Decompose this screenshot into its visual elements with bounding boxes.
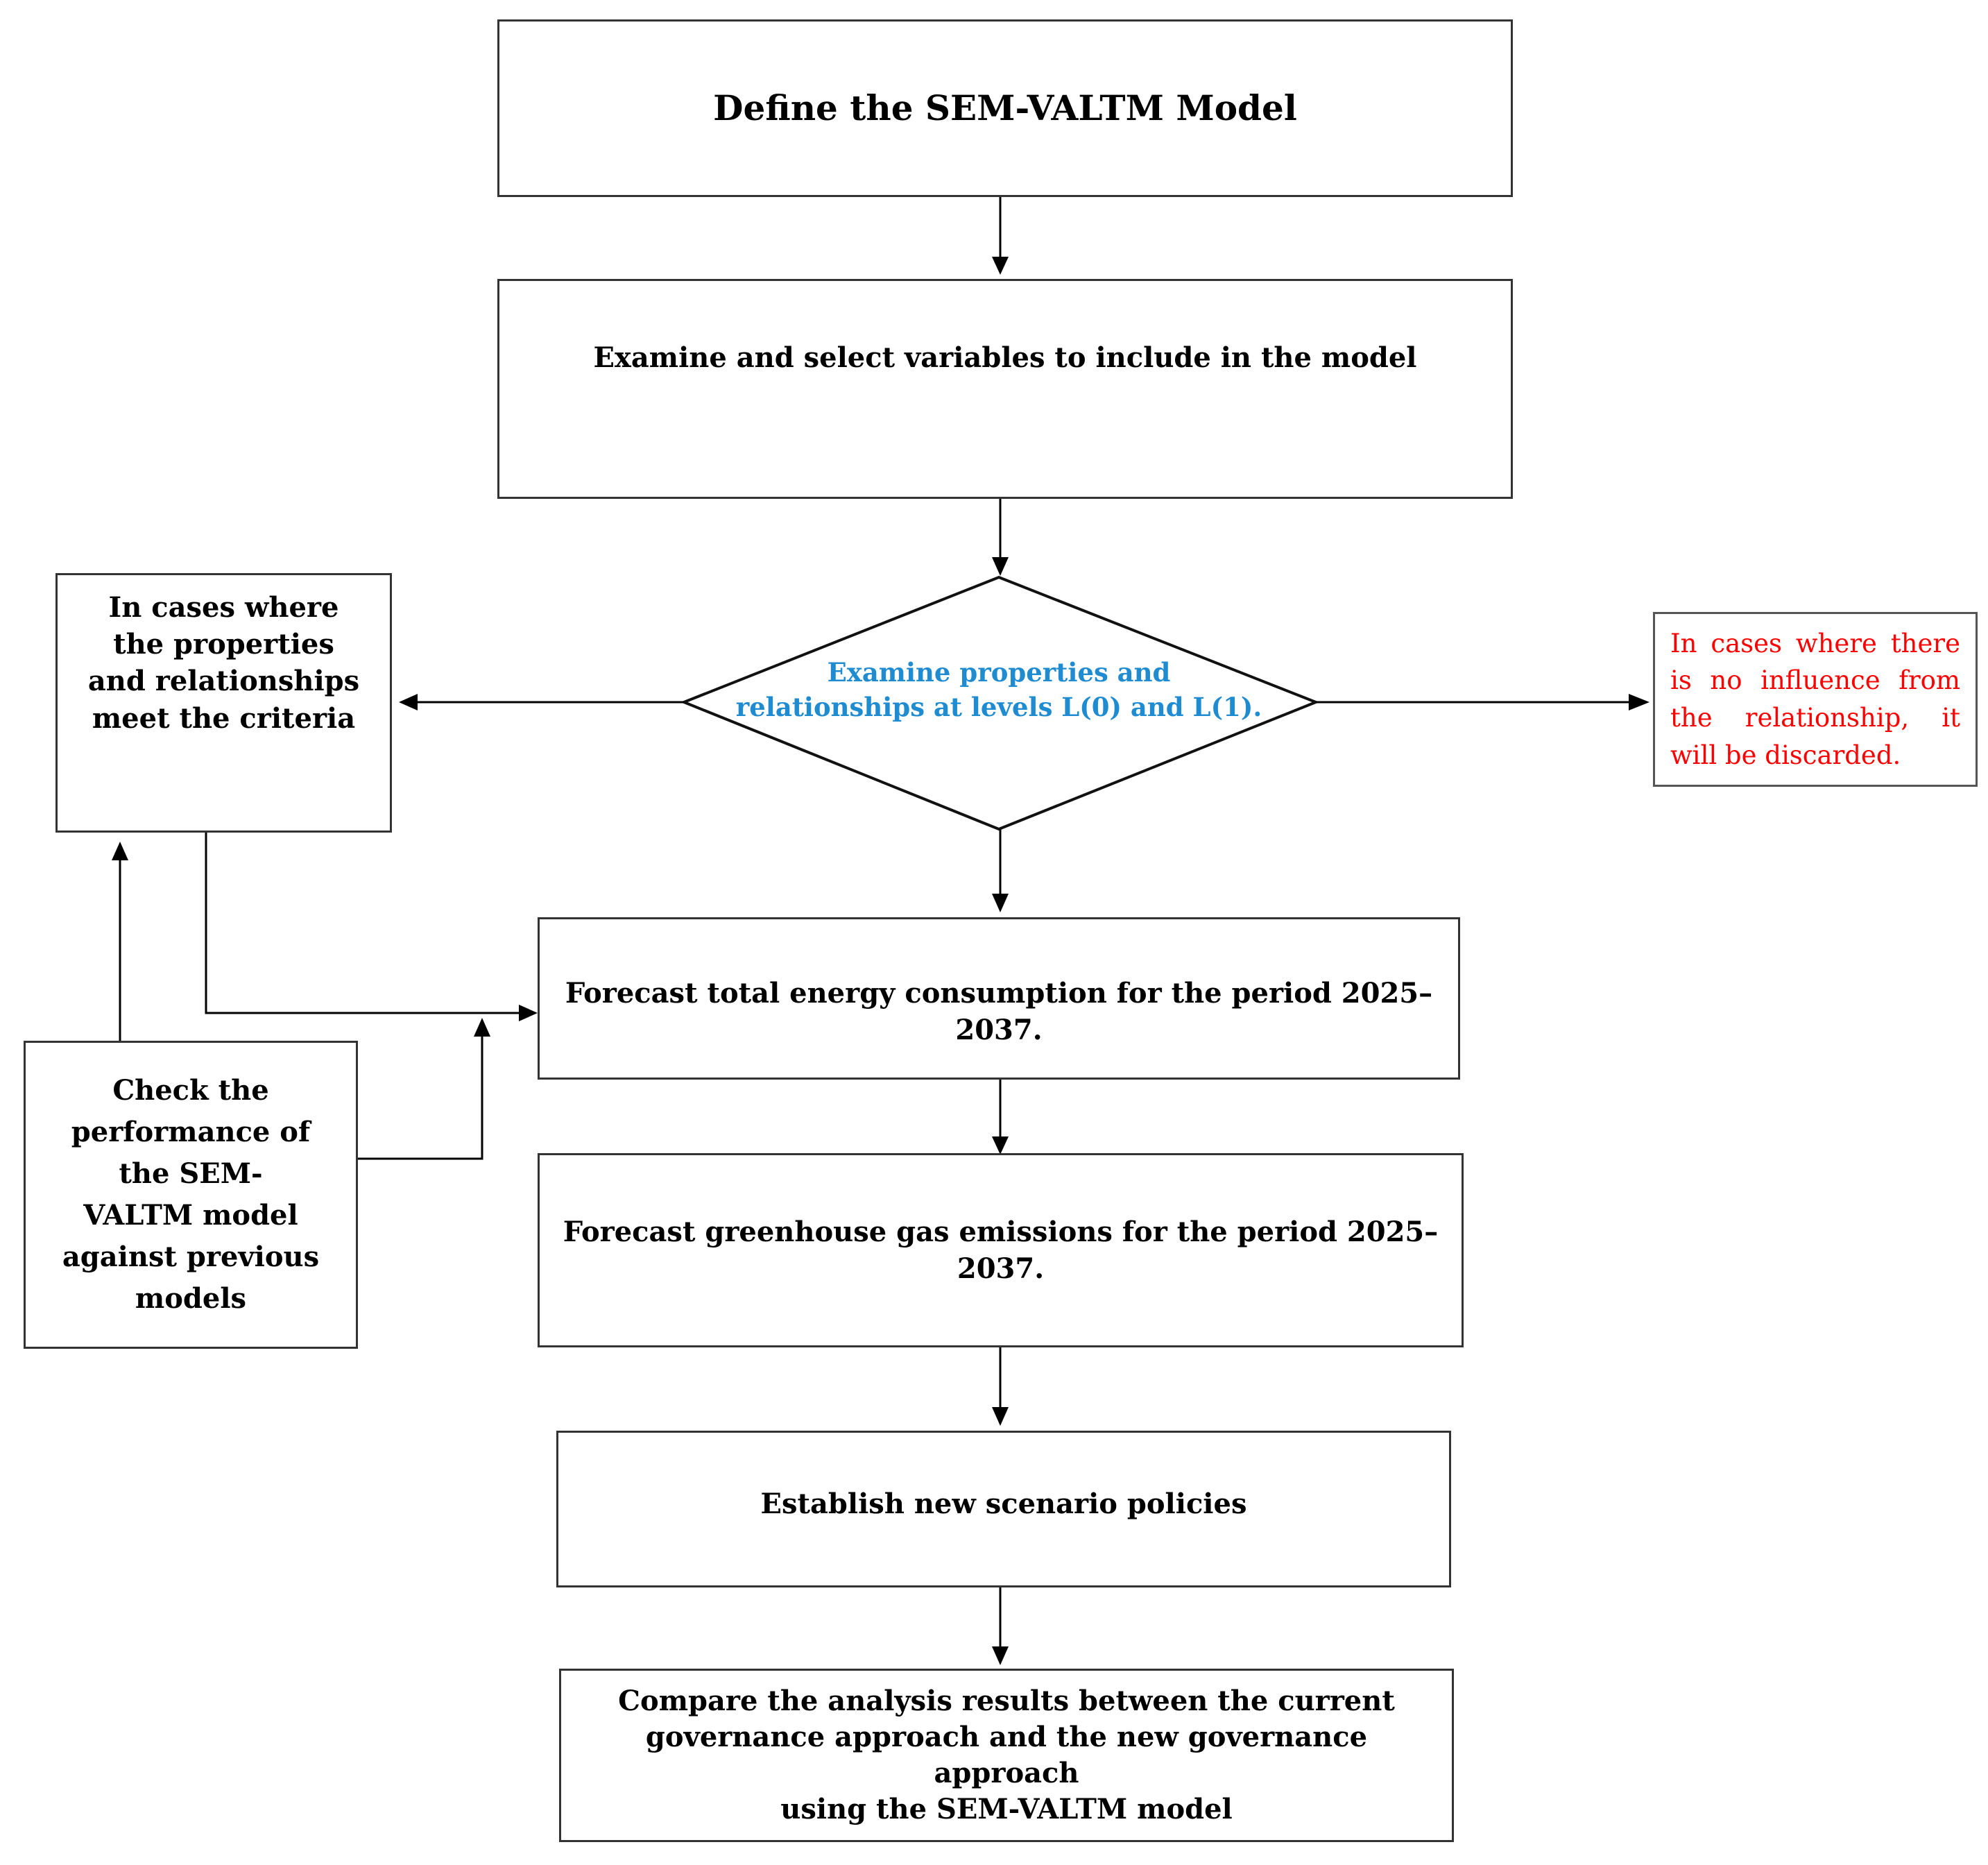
discard-label: In cases where there is no influence fro… [1670,628,1960,770]
criteria-met-box: In cases where the properties and relati… [55,573,392,833]
criteria-met-line: the properties [113,628,334,661]
define-model-box: Define the SEM-VALTM Model [497,19,1513,197]
arrow-define-to-select [992,197,1009,275]
arrow-check-to-forecast-energy [358,1018,490,1160]
arrow-decision-to-forecast-energy [992,829,1009,912]
discard-box: In cases where there is no influence fro… [1653,612,1978,787]
select-variables-label: Examine and select variables to include … [593,341,1417,374]
define-model-label: Define the SEM-VALTM Model [713,87,1297,128]
criteria-met-line: meet the criteria [92,701,356,735]
arrow-forecast-energy-to-ghg [992,1080,1009,1155]
decision-label-line: Examine properties and [827,657,1171,688]
check-performance-line: models [135,1282,247,1315]
criteria-met-line: In cases where [108,591,339,624]
decision-label: Examine properties and relationships at … [721,656,1276,725]
arrow-decision-to-discard [1316,694,1649,710]
select-variables-box: Examine and select variables to include … [497,279,1513,499]
check-performance-line: against previous [62,1241,320,1273]
check-performance-line: VALTM model [83,1199,298,1232]
arrow-select-to-decision [992,499,1009,576]
compare-results-line: governance approach and the new governan… [645,1721,1368,1789]
forecast-ghg-label: Forecast greenhouse gas emissions for th… [563,1216,1439,1286]
compare-results-line: using the SEM-VALTM model [780,1793,1233,1825]
check-performance-line: Check the [112,1074,269,1107]
check-performance-line: the SEM- [119,1157,263,1190]
forecast-energy-box: Forecast total energy consumption for th… [538,917,1460,1080]
criteria-met-line: and relationships [87,665,360,698]
arrow-ghg-to-scenario [992,1347,1009,1426]
forecast-energy-label: Forecast total energy consumption for th… [565,977,1433,1047]
decision-label-line: relationships at levels L(0) and L(1). [735,691,1262,722]
arrow-scenario-to-compare [992,1587,1009,1665]
check-performance-box: Check the performance of the SEM- VALTM … [24,1041,358,1349]
arrow-check-to-criteria [112,842,128,1041]
forecast-ghg-box: Forecast greenhouse gas emissions for th… [538,1153,1464,1347]
scenario-policies-label: Establish new scenario policies [760,1488,1247,1520]
check-performance-line: performance of [71,1116,311,1148]
decision-diamond [680,575,1320,831]
compare-results-line: Compare the analysis results between the… [618,1685,1395,1717]
arrow-criteria-to-forecast-energy [205,833,538,1021]
scenario-policies-box: Establish new scenario policies [556,1431,1451,1587]
arrow-decision-to-criteria [399,694,684,710]
compare-results-box: Compare the analysis results between the… [559,1669,1454,1842]
